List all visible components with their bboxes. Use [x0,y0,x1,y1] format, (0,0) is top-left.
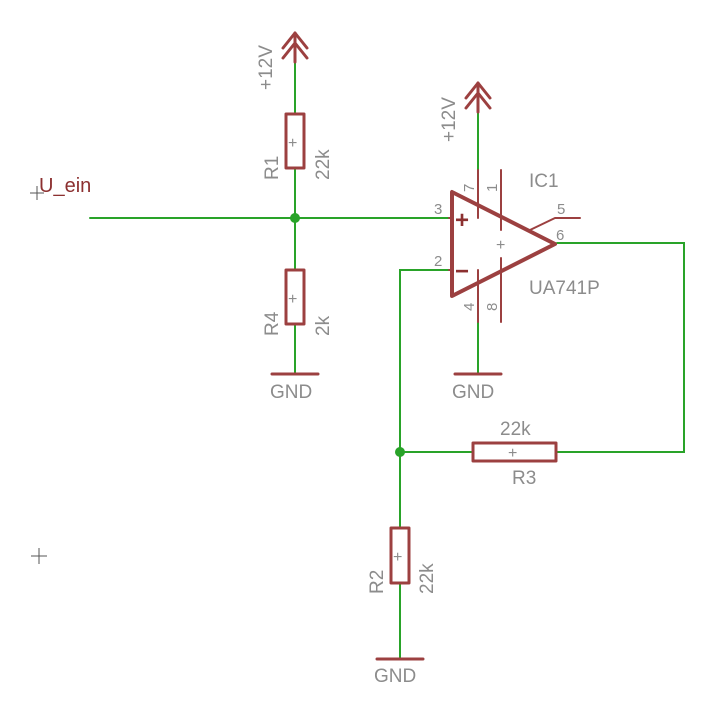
opamp-minus-sign: − [455,258,469,285]
wire-inverting-input [399,269,450,529]
pin-number-6: 6 [556,227,564,244]
wires [89,61,685,659]
ground-r4: GND [270,372,320,403]
resistor-mark: + [288,135,297,152]
resistor-r1: + R1 22k [262,112,334,180]
supply-label-vcc-r1: +12V [256,45,277,90]
resistor-body-r2 [389,526,411,585]
pin-number-5: 5 [557,201,565,218]
resistor-value-r1: 22k [313,149,334,180]
net-label-input: U_ein [39,175,91,197]
opamp-body [450,190,557,298]
pin-stub-5 [529,217,581,231]
pin-number-3: 3 [434,201,442,218]
ground-label-r2: GND [374,666,416,687]
resistor-body-r4 [284,268,306,326]
resistor-value-r2: 22k [417,563,438,594]
opamp-center-mark: + [496,237,505,254]
pin-number-1: 1 [484,184,501,192]
junction-input-node [290,213,300,223]
resistor-name-r1: R1 [262,156,283,180]
resistor-mark: + [393,549,402,566]
resistor-value-r4: 2k [313,315,334,336]
resistor-name-r2: R2 [367,570,388,594]
supply-vcc-r1: +12V [256,31,309,90]
resistor-body-r3 [471,441,558,463]
ground-r2: GND [374,657,425,687]
ground-label-r4: GND [270,382,312,403]
wire-output-feedback [555,242,685,453]
supply-vcc-ic1: +12V [439,81,492,142]
resistor-r3: + 22k R3 [471,419,558,489]
ic-value: UA741P [529,278,600,299]
opamp-plus-sign: + [455,207,469,234]
resistor-r4: + R4 2k [262,268,334,336]
junction-feedback-node [395,447,405,457]
resistor-value-r3: 22k [500,419,531,440]
supply-label-vcc-ic1: +12V [439,97,460,142]
resistor-body-r1 [284,112,306,170]
origin-cross-sheet [31,548,47,564]
ic-name: IC1 [529,171,559,192]
pin-number-2: 2 [434,253,442,270]
resistor-mark: + [288,291,297,308]
opamp-ic1: + − + 3 2 6 5 7 1 4 8 IC1 UA741P [434,169,600,323]
pin-number-4: 4 [461,303,478,311]
resistor-mark: + [508,445,517,462]
origin-cross-input [30,186,44,200]
pin-number-7: 7 [461,184,478,192]
resistor-name-r3: R3 [512,468,536,489]
ground-label-ic1: GND [452,382,494,403]
pin-number-8: 8 [484,303,501,311]
ground-ic1: GND [452,372,503,403]
resistor-name-r4: R4 [262,311,283,336]
resistor-r2: + R2 22k [367,526,438,594]
